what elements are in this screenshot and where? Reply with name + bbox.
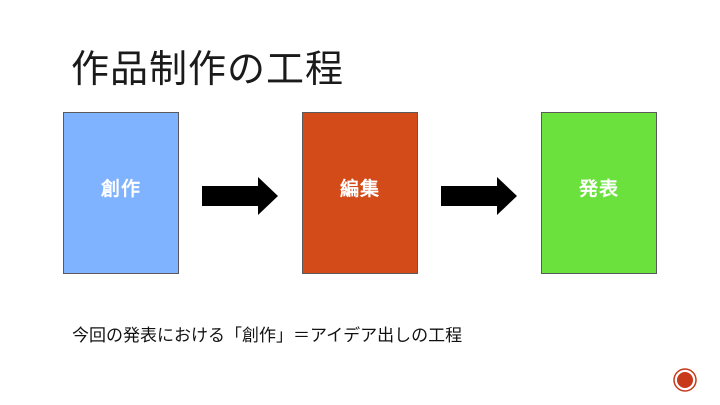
circle-badge-icon: [673, 368, 697, 392]
slide-title: 作品制作の工程: [71, 47, 345, 91]
slide-caption: 今回の発表における「創作」＝アイデア出しの工程: [72, 326, 463, 346]
step-box-presentation: 発表: [541, 112, 657, 274]
step-label: 発表: [578, 177, 619, 200]
right-arrow-icon: [202, 177, 278, 215]
step-box-creation: 創作: [63, 112, 179, 274]
step-label: 編集: [339, 177, 380, 200]
step-label: 創作: [100, 177, 141, 200]
step-box-editing: 編集: [302, 112, 418, 274]
right-arrow-icon: [441, 177, 517, 215]
